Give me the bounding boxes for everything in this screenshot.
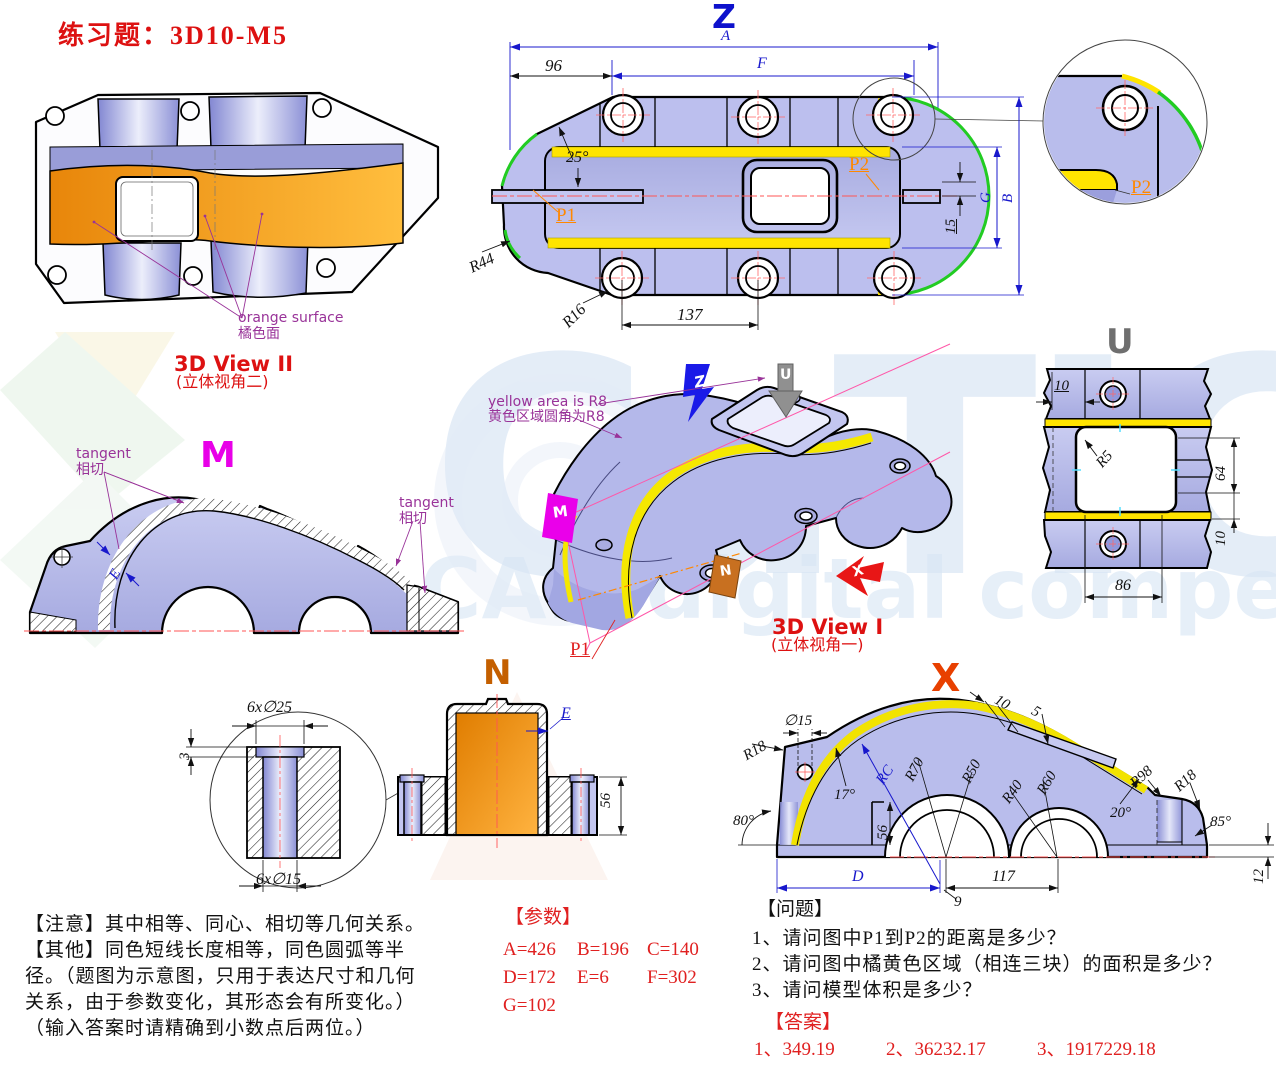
dim-b: B xyxy=(1000,193,1016,203)
dim-a: A xyxy=(721,28,731,44)
answer-1: 1、349.19 xyxy=(754,1039,835,1060)
arrow-u-letter: U xyxy=(780,367,792,383)
dim-9: 9 xyxy=(954,894,962,910)
param-g: G=102 xyxy=(503,995,556,1016)
question-2: 2、请问图中橘黄色区域（相连三块）的面积是多少？ xyxy=(752,954,1223,975)
dim-80deg: 80° xyxy=(733,813,754,829)
note-orange-surface-en: orange surface xyxy=(238,310,344,326)
dim-15: 15 xyxy=(943,219,959,234)
view-3d-i xyxy=(542,343,953,660)
answers-title: 【答案】 xyxy=(765,1012,842,1033)
dim-e-m: E xyxy=(106,566,125,583)
dim-dia15: ∅15 xyxy=(784,713,813,729)
answer-2: 2、36232.17 xyxy=(886,1039,986,1060)
view-3d-ii xyxy=(34,91,440,319)
dim-17deg: 17° xyxy=(834,787,855,803)
m-view xyxy=(24,471,465,635)
note-yellow-r8-en: yellow area is R8 xyxy=(488,394,608,410)
dim-r98: R98 xyxy=(1127,763,1157,792)
note-line-3: 径。（题图为示意图，只用于表达尺寸和几何 xyxy=(25,966,416,987)
dim-6x25: 6x∅25 xyxy=(247,699,293,716)
dim-rc: RC xyxy=(873,762,898,788)
dim-r44: R44 xyxy=(466,250,498,277)
dim-r5: R5 xyxy=(1093,447,1117,472)
label-p1-z: P1 xyxy=(556,205,577,226)
question-1: 1、请问图中P1到P2的距离是多少？ xyxy=(752,928,1067,949)
dim-10-x: 10 xyxy=(991,692,1013,714)
dim-r40: R40 xyxy=(999,777,1027,807)
dim-10-u1: 10 xyxy=(1054,378,1069,394)
dim-d: D xyxy=(852,868,864,885)
param-a: A=426 xyxy=(503,939,556,960)
view-label-m: M xyxy=(200,435,236,476)
note-line-4: 关系，由于参数变化，其形态会有所变化。） xyxy=(25,992,416,1013)
question-3: 3、请问模型体积是多少？ xyxy=(752,980,983,1001)
dim-6x15: 6x∅15 xyxy=(256,871,302,888)
dim-56-x: 56 xyxy=(875,825,891,840)
param-f: F=302 xyxy=(647,967,697,988)
view-label-u: U xyxy=(1106,322,1134,362)
dim-86: 86 xyxy=(1115,577,1131,594)
note-tangent-right-en: tangent xyxy=(399,495,454,511)
dim-3: 3 xyxy=(177,752,193,761)
label-p2-z: P2 xyxy=(849,154,870,175)
dim-25deg: 25° xyxy=(566,149,589,166)
dim-r16: R16 xyxy=(559,301,590,332)
dim-r50: R50 xyxy=(959,757,985,787)
arrow-x-letter: X xyxy=(850,562,866,581)
param-c: C=140 xyxy=(647,939,699,960)
note-tangent-left-cn: 相切 xyxy=(76,462,104,478)
dim-20deg: 20° xyxy=(1110,805,1131,821)
label-p2-detail: P2 xyxy=(1131,177,1152,198)
dim-10-u2: 10 xyxy=(1213,531,1229,546)
view-label-z: Z xyxy=(712,0,736,36)
param-d: D=172 xyxy=(503,967,556,988)
view2-subtitle: (立体视角二) xyxy=(176,372,269,391)
dim-56-n: 56 xyxy=(598,793,614,808)
dim-85deg: 85° xyxy=(1210,814,1231,830)
view1-title: 3D View I xyxy=(772,615,884,639)
note-tangent-left-en: tangent xyxy=(76,446,131,462)
arrow-z-letter: Z xyxy=(692,371,707,392)
n-view xyxy=(186,694,627,892)
dim-r18-tl: R18 xyxy=(740,738,770,764)
x-view xyxy=(738,691,1274,900)
u-view xyxy=(1036,368,1240,603)
page-title: 练习题：3D10-M5 xyxy=(58,21,288,50)
dim-r60: R60 xyxy=(1034,768,1061,798)
dim-e-n: E xyxy=(561,705,571,722)
answer-3: 3、1917229.18 xyxy=(1037,1039,1156,1060)
flag-m-letter: M xyxy=(551,501,570,522)
dim-12: 12 xyxy=(1251,869,1267,884)
dim-5-x: 5 xyxy=(1028,703,1043,721)
note-orange-surface-cn: 橘色面 xyxy=(238,326,280,342)
dim-f: F xyxy=(757,55,767,72)
note-line-2: 【其他】同色短线长度相等，同色圆弧等半 xyxy=(25,940,406,961)
note-yellow-r8-cn: 黄色区域圆角为R8 xyxy=(488,409,605,425)
param-b: B=196 xyxy=(577,939,629,960)
note-line-5: （输入答案时请精确到小数点后两位。） xyxy=(25,1018,376,1039)
z-view xyxy=(481,39,1208,330)
view1-subtitle: (立体视角一) xyxy=(771,635,864,654)
dim-64: 64 xyxy=(1213,466,1229,481)
param-e: E=6 xyxy=(577,967,609,988)
questions-title: 【问题】 xyxy=(757,899,834,920)
view-label-n: N xyxy=(483,653,512,693)
note-line-1: 【注意】其中相等、同心、相切等几何关系。 xyxy=(25,914,426,935)
dim-r18-r: R18 xyxy=(1171,767,1201,796)
flag-n-letter: N xyxy=(718,562,733,580)
label-p1-3d: P1 xyxy=(570,639,591,660)
dim-g: G xyxy=(978,192,994,203)
dim-117: 117 xyxy=(992,868,1015,885)
dim-137: 137 xyxy=(677,305,703,324)
view2-title: 3D View II xyxy=(174,352,294,376)
params-title: 【参数】 xyxy=(505,907,582,928)
note-tangent-right-cn: 相切 xyxy=(399,511,427,527)
dim-96: 96 xyxy=(545,56,562,75)
view-label-x: X xyxy=(931,656,961,700)
dim-r70: R70 xyxy=(902,755,928,785)
